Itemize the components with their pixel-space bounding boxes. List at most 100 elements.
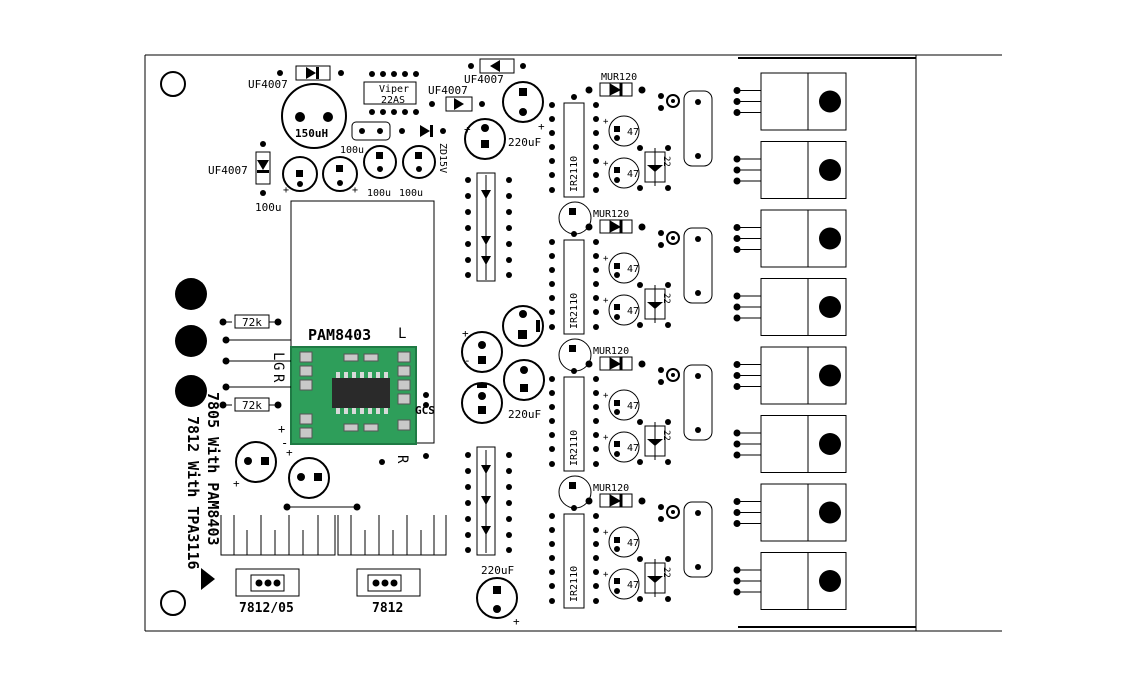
zener-diode — [399, 125, 446, 137]
cap-100u-bottom: + — [286, 446, 330, 499]
svg-text:+: + — [603, 528, 609, 538]
label-viper-2: 22AS — [381, 95, 405, 106]
mosfet — [733, 483, 847, 542]
diode-uf4007-d — [468, 58, 526, 74]
pin-label-l: L — [270, 352, 286, 360]
power-pad — [175, 375, 207, 407]
label-ir2110-b: IR2110 — [569, 293, 580, 329]
input-connectors — [219, 314, 291, 412]
svg-text:22: 22 — [661, 293, 671, 304]
label-amp: PAM8403 — [308, 326, 371, 344]
label-100u-d: 100u — [399, 188, 423, 199]
heatsink-right — [337, 515, 447, 597]
label-uf4007-b: UF4007 — [208, 164, 248, 177]
diode-uf4007-top — [277, 65, 344, 81]
mosfet — [733, 278, 847, 336]
svg-text:47: 47 — [627, 169, 639, 180]
dip-socket-top — [465, 172, 512, 282]
svg-text:+: + — [513, 615, 520, 628]
cap-220uf-mid — [461, 382, 503, 424]
mosfet — [733, 72, 847, 131]
mosfet — [733, 552, 847, 610]
label-zener: ZD15V — [437, 143, 448, 173]
svg-text:+: + — [286, 446, 293, 459]
mosfet — [733, 346, 847, 405]
regulator-pins — [372, 579, 398, 587]
pin-label-gcs: GCS — [415, 404, 435, 417]
svg-text:22: 22 — [661, 430, 671, 441]
mosfet — [733, 141, 847, 199]
svg-text:22: 22 — [661, 156, 671, 167]
label-ir2110-a: IR2110 — [569, 156, 580, 192]
cap-220uf-mid — [502, 305, 544, 347]
label-uf4007-d: UF4007 — [464, 73, 504, 86]
bootstrap-cap-pads — [569, 208, 576, 489]
label-72k-b: 72k — [242, 399, 262, 412]
cap-220uf-bottom: + — [476, 577, 520, 628]
svg-text:+: + — [603, 254, 609, 264]
mosfet — [733, 415, 847, 473]
label-uf4007-c: UF4007 — [428, 84, 468, 97]
inductor — [281, 83, 347, 149]
svg-text:47: 47 — [627, 538, 639, 549]
label-viper-1: Viper — [379, 84, 409, 95]
label-ir2110-c: IR2110 — [569, 430, 580, 466]
diode-uf4007-left — [255, 141, 271, 196]
svg-text:+: + — [538, 120, 545, 133]
label-ir2110-d: IR2110 — [569, 566, 580, 602]
pin-label-g: G — [270, 362, 286, 370]
ir2110-channel: 47 47 + + 22 — [549, 219, 680, 335]
svg-text:+: + — [603, 433, 609, 443]
label-reg-b: 7812 — [372, 601, 403, 616]
label-mur-d: MUR120 — [593, 483, 629, 494]
pin-row — [379, 392, 429, 465]
label-100u-a: 100u — [255, 201, 282, 214]
mosfet-row — [733, 72, 847, 610]
svg-text:+: + — [233, 477, 240, 490]
cap-100u: + — [282, 156, 318, 196]
svg-text:-: - — [464, 354, 471, 367]
heatsink-left — [220, 515, 336, 597]
svg-text:47: 47 — [627, 401, 639, 412]
pin-label-r2: R — [394, 455, 410, 464]
cap-220uf-mid — [503, 359, 545, 401]
arrow-marker — [201, 568, 215, 590]
label-mur-a: MUR120 — [601, 72, 637, 83]
dip-socket-bottom — [465, 446, 512, 556]
power-pad — [175, 278, 207, 310]
label-220uf-b: 220uF — [508, 408, 541, 421]
gate-resistor-block — [683, 90, 713, 578]
label-100u-c: 100u — [367, 188, 391, 199]
diode-uf4007-c — [429, 96, 485, 112]
svg-text:+: + — [603, 117, 609, 127]
label-100u-b: 100u — [340, 145, 364, 156]
label-220uf-c: 220uF — [481, 564, 514, 577]
svg-text:+: + — [603, 159, 609, 169]
label-uf4007-a: UF4007 — [248, 78, 288, 91]
label-72k-a: 72k — [242, 316, 262, 329]
power-pad — [175, 325, 207, 357]
svg-text:+: + — [464, 123, 471, 136]
cap-100u — [363, 145, 397, 179]
bootstrap-cap — [558, 201, 592, 509]
board-outline — [144, 54, 1002, 632]
label-reg-a: 7812/05 — [239, 601, 294, 616]
label-mur-b: MUR120 — [593, 209, 629, 220]
viper-chip — [363, 71, 419, 115]
label-mur-c: MUR120 — [593, 346, 629, 357]
cap-100u-bottom: + — [233, 441, 277, 490]
svg-text:47: 47 — [627, 127, 639, 138]
regulator-pins — [255, 579, 281, 587]
cap-220uf: + — [502, 81, 545, 133]
svg-text:47: 47 — [627, 443, 639, 454]
jumper — [351, 121, 391, 141]
mosfet — [733, 209, 847, 268]
mounting-hole — [160, 590, 186, 616]
board-title-line1: 7805 With PAM8403 — [204, 392, 222, 546]
plus-sign: + — [278, 422, 285, 436]
svg-text:47: 47 — [627, 264, 639, 275]
cap-220uf-mid: + - — [461, 327, 503, 373]
cap-100u — [402, 145, 436, 179]
board-title-line2: 7812 With TPA3116 — [184, 416, 202, 570]
